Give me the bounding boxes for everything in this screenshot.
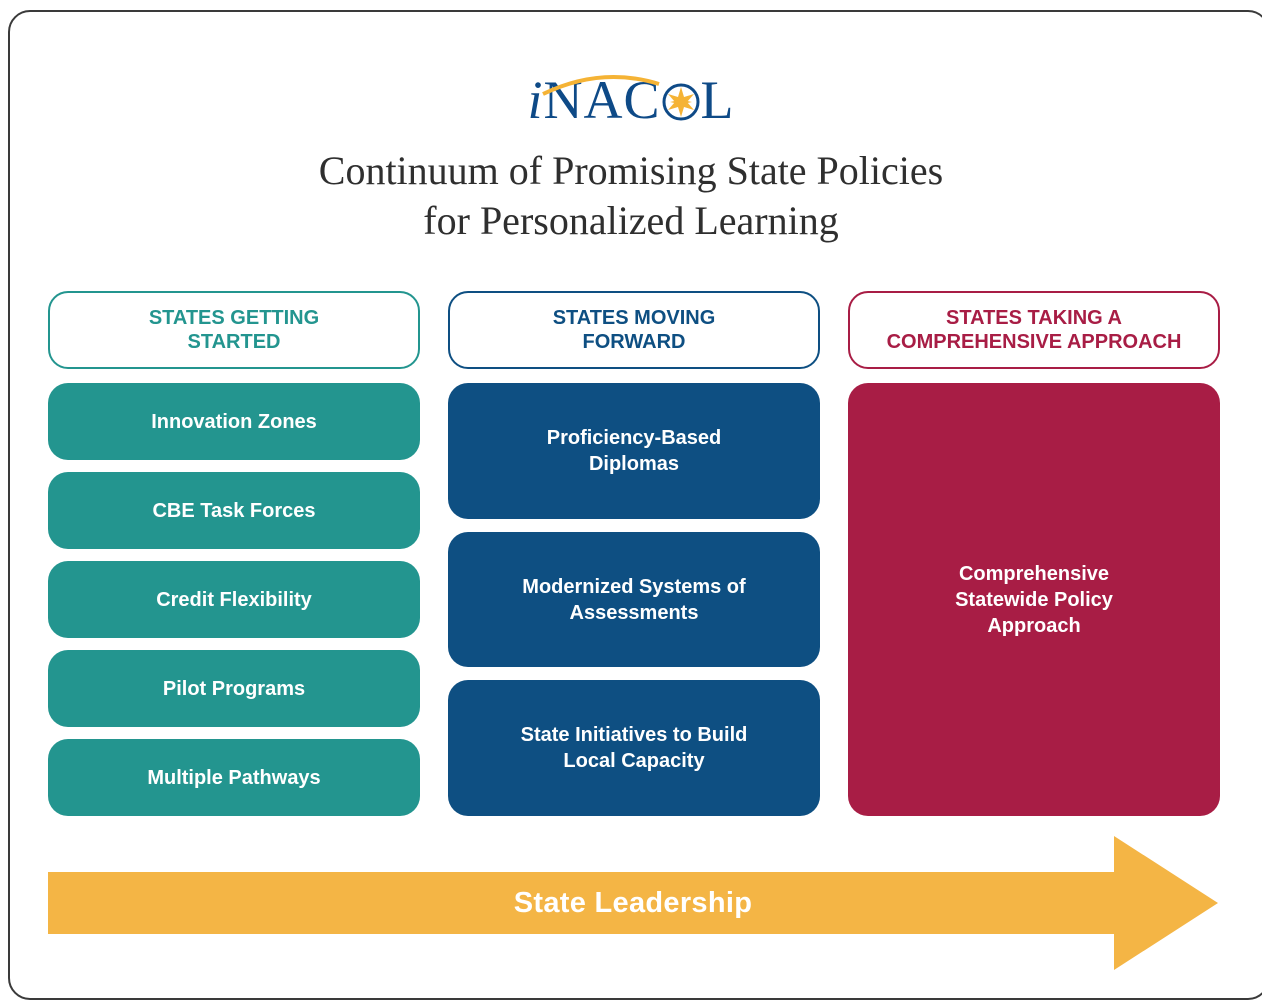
policy-label: Credit Flexibility: [156, 588, 312, 611]
policy-box-comprehensive-statewide: Comprehensive Statewide Policy Approach: [848, 383, 1220, 816]
logo-letter-l: L: [700, 70, 735, 130]
inacol-logo: iNAC L: [0, 70, 1262, 130]
policy-label: State Initiatives to Build Local Capacit…: [520, 724, 748, 772]
title-line-1: Continuum of Promising State Policies: [318, 148, 944, 193]
policy-box-proficiency-based-diplomas: Proficiency-Based Diplomas: [448, 383, 820, 519]
star-icon: [662, 83, 700, 121]
policy-box-cbe-task-forces: CBE Task Forces: [48, 472, 420, 549]
column-header-label: STATES GETTING STARTED: [148, 307, 320, 353]
logo-swoosh-icon: [542, 74, 661, 96]
column-header-label: STATES MOVING FORWARD: [552, 307, 716, 353]
policy-label: Comprehensive Statewide Policy Approach: [955, 562, 1113, 637]
column-header-comprehensive-approach: STATES TAKING A COMPREHENSIVE APPROACH: [848, 291, 1220, 369]
column-header-moving-forward: STATES MOVING FORWARD: [448, 291, 820, 369]
policy-label: Proficiency-Based Diplomas: [546, 427, 722, 475]
column-header-label: STATES TAKING A COMPREHENSIVE APPROACH: [886, 307, 1182, 353]
state-leadership-arrow: [48, 836, 1218, 970]
policy-label: CBE Task Forces: [152, 499, 316, 522]
title-line-2: for Personalized Learning: [423, 198, 839, 243]
logo-letter-i: i: [527, 70, 544, 130]
policy-box-pilot-programs: Pilot Programs: [48, 650, 420, 727]
policy-label: Pilot Programs: [162, 677, 306, 700]
policy-label: Modernized Systems of Assessments: [522, 575, 746, 624]
policy-label: Innovation Zones: [151, 410, 317, 433]
policy-box-modernized-assessments: Modernized Systems of Assessments: [448, 532, 820, 667]
policy-box-credit-flexibility: Credit Flexibility: [48, 561, 420, 638]
column-header-getting-started: STATES GETTING STARTED: [48, 291, 420, 369]
state-leadership-label: State Leadership: [513, 886, 753, 919]
policy-label: Multiple Pathways: [147, 766, 321, 789]
policy-box-state-initiatives: State Initiatives to Build Local Capacit…: [448, 680, 820, 816]
policy-box-multiple-pathways: Multiple Pathways: [48, 739, 420, 816]
diagram-title: Continuum of Promising State Policies fo…: [0, 146, 1262, 246]
policy-box-innovation-zones: Innovation Zones: [48, 383, 420, 460]
